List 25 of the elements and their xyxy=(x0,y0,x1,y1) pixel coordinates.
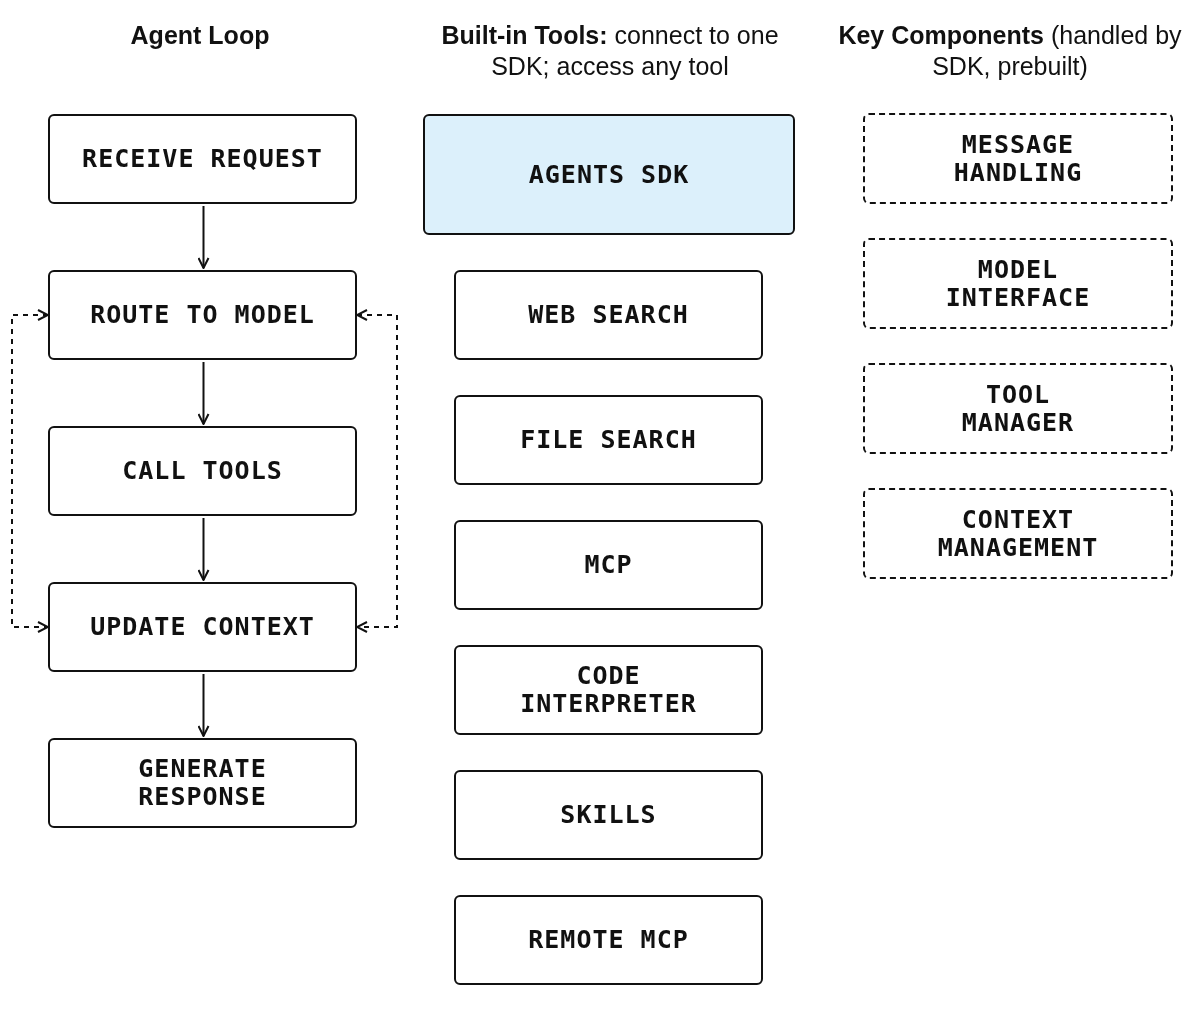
column-heading: Built-in Tools: connect to one SDK; access any tool xyxy=(440,20,780,82)
arrow xyxy=(197,517,210,581)
column-heading: Key Components (handled by SDK, prebuilt) xyxy=(837,20,1183,82)
component-box: MODEL INTERFACE xyxy=(863,238,1173,329)
process-box: ROUTE TO MODEL xyxy=(48,270,357,360)
arrow xyxy=(197,673,210,737)
process-box: WEB SEARCH xyxy=(454,270,763,360)
dashed-arrow xyxy=(356,309,398,633)
process-box: UPDATE CONTEXT xyxy=(48,582,357,672)
column-heading: Agent Loop xyxy=(129,20,271,51)
process-box: MCP xyxy=(454,520,763,610)
process-box: CODE INTERPRETER xyxy=(454,645,763,735)
process-box: RECEIVE REQUEST xyxy=(48,114,357,204)
process-box: SKILLS xyxy=(454,770,763,860)
process-box: CALL TOOLS xyxy=(48,426,357,516)
dashed-arrow xyxy=(11,309,49,633)
process-box: REMOTE MCP xyxy=(454,895,763,985)
component-box: CONTEXT MANAGEMENT xyxy=(863,488,1173,579)
arrow xyxy=(197,205,210,269)
arrow xyxy=(197,361,210,425)
component-box: TOOL MANAGER xyxy=(863,363,1173,454)
process-box: FILE SEARCH xyxy=(454,395,763,485)
component-box: MESSAGE HANDLING xyxy=(863,113,1173,204)
process-box: GENERATE RESPONSE xyxy=(48,738,357,828)
sdk-box: AGENTS SDK xyxy=(423,114,795,235)
